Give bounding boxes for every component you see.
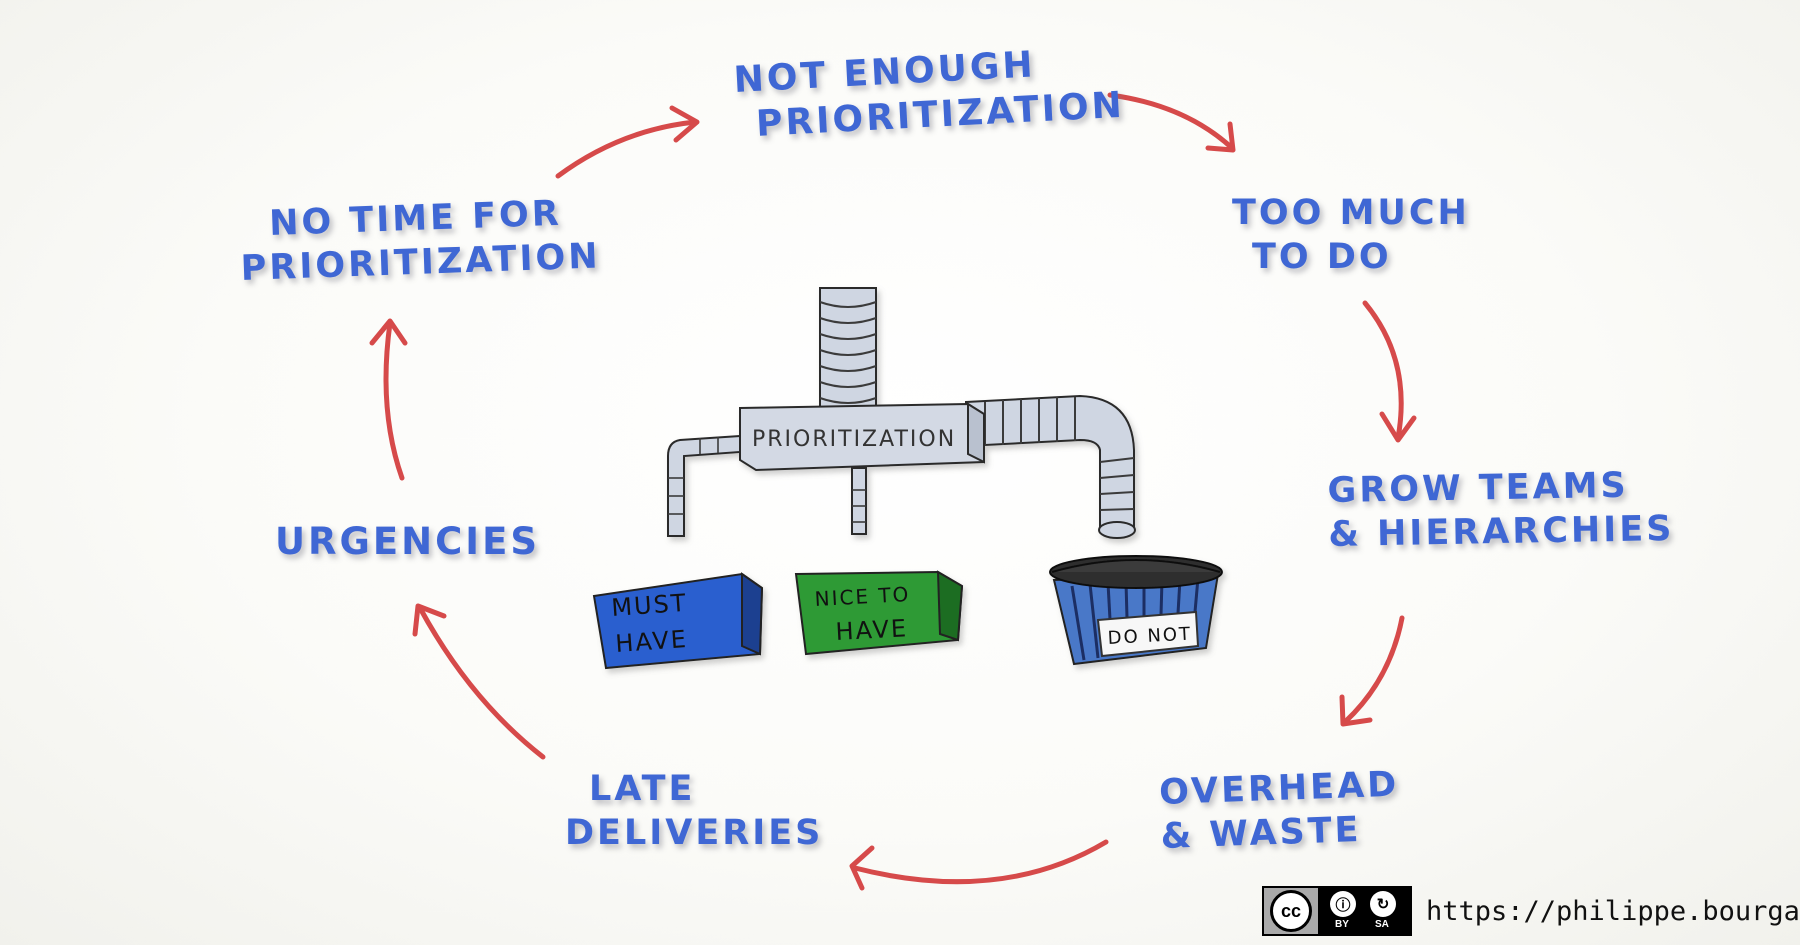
prioritization-machine <box>667 287 1136 539</box>
cc-by-sa-icon[interactable]: cc ⓘ ↻ BY SA <box>1262 886 1412 936</box>
arrow-4 <box>1339 615 1405 727</box>
node-no-time-for-prioritization: NO TIME FOR PRIORITIZATION <box>238 191 601 291</box>
arrow-2 <box>1107 92 1236 153</box>
node-line: URGENCIES <box>275 520 540 563</box>
cc-logo-icon: cc <box>1270 890 1312 932</box>
node-line: OVERHEAD <box>1158 764 1400 814</box>
bin-must-have-label-1: MUST <box>610 589 688 622</box>
node-line: TO DO <box>1252 236 1392 277</box>
bin-do-not <box>1049 555 1223 666</box>
arrow-3 <box>1362 300 1417 443</box>
by-tag: BY <box>1335 919 1349 930</box>
share-alike-icon: ↻ <box>1370 891 1396 917</box>
bin-must-have <box>592 572 764 670</box>
bin-do-not-label: DO NOT <box>1107 624 1192 649</box>
node-line: LATE <box>589 769 696 809</box>
bin-nice-to-have-label-1: NICE TO <box>814 582 911 611</box>
bin-nice-to-have-label-2: HAVE <box>835 614 909 646</box>
node-line: GROW TEAMS <box>1327 465 1630 512</box>
bin-nice-to-have <box>794 570 964 656</box>
node-line: DELIVERIES <box>565 812 824 853</box>
arrow-7 <box>369 318 408 481</box>
node-urgencies: URGENCIES <box>275 519 540 565</box>
node-line: & HIERARCHIES <box>1328 508 1675 555</box>
node-too-much-to-do: TOO MUCH TO DO <box>1232 192 1470 280</box>
node-line: & WASTE <box>1160 809 1363 857</box>
node-late-deliveries: LATE DELIVERIES <box>565 768 823 856</box>
arrow-5 <box>849 839 1109 891</box>
footer: cc ⓘ ↻ BY SA https://philippe.bourgau.ne… <box>1262 884 1800 938</box>
node-overhead-waste: OVERHEAD & WASTE <box>1158 764 1401 860</box>
sa-tag: SA <box>1375 919 1389 930</box>
node-grow-teams-hierarchies: GROW TEAMS & HIERARCHIES <box>1327 464 1675 558</box>
arrow-1 <box>555 105 700 179</box>
bin-must-have-label-2: HAVE <box>614 625 688 658</box>
funnel-title: PRIORITIZATION <box>752 427 956 452</box>
source-url[interactable]: https://philippe.bourgau.net <box>1426 895 1800 927</box>
license-terms: ⓘ ↻ BY SA <box>1318 888 1410 934</box>
node-line: TOO MUCH <box>1232 193 1470 233</box>
attribution-icon: ⓘ <box>1330 891 1356 917</box>
arrow-6 <box>412 603 546 760</box>
